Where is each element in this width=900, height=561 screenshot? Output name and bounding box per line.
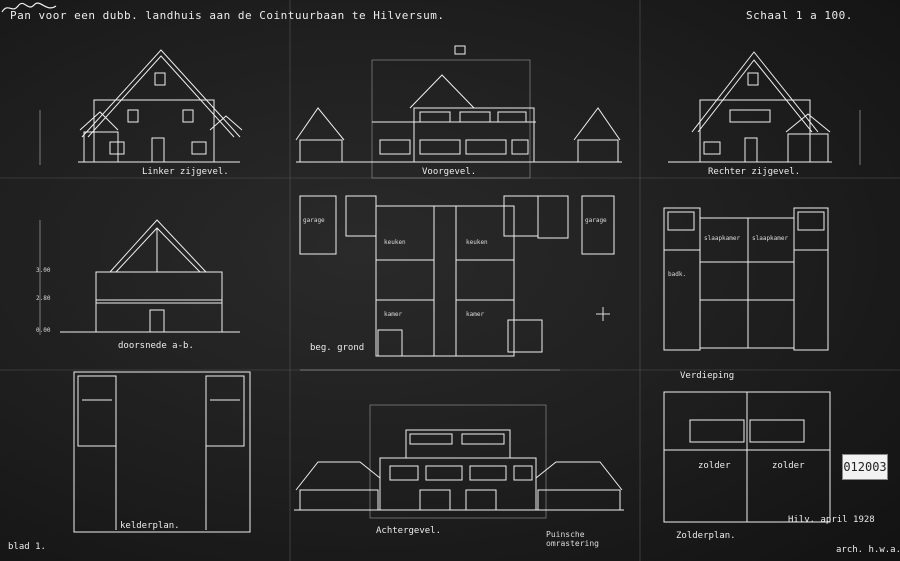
rear-facade-drawing xyxy=(294,404,624,519)
attic-drawing xyxy=(663,391,831,523)
first-floor-drawing xyxy=(663,207,829,351)
room-label: slaapkamer xyxy=(704,235,741,242)
room-label: slaapkamer xyxy=(752,235,789,242)
attic-room-right: zolder xyxy=(772,461,805,471)
architect-signature xyxy=(1,2,57,13)
room-label: garage xyxy=(303,217,325,224)
scale-label: Schaal 1 a 100. xyxy=(746,9,853,22)
level-label: 0.00 xyxy=(36,327,51,334)
rear-facade-label: Achtergevel. xyxy=(376,526,442,536)
date-label: Hilv. april 1928 xyxy=(788,515,875,525)
right-facade-label: Rechter zijgevel. xyxy=(708,167,801,177)
attic-label: Zolderplan. xyxy=(676,531,736,541)
sheet-number: blad 1. xyxy=(8,542,46,552)
sheet-title: Pan voor een dubb. landhuis aan de Coint… xyxy=(10,9,445,22)
left-facade-label: Linker zijgevel. xyxy=(142,167,229,177)
room-label: garage xyxy=(585,217,607,224)
ground-floor-drawing xyxy=(299,195,615,371)
section-label: doorsnede a-b. xyxy=(118,341,194,351)
cellar-drawing xyxy=(73,371,251,533)
first-floor-label: Verdieping xyxy=(680,371,735,381)
right-facade-drawing xyxy=(668,51,861,165)
left-facade-drawing xyxy=(39,49,243,165)
level-label: 2.80 xyxy=(36,295,51,302)
attic-room-left: zolder xyxy=(698,461,731,471)
fence-label: Puinsche omrastering xyxy=(546,530,599,548)
cellar-label: kelderplan. xyxy=(120,521,180,531)
room-label: kamer xyxy=(466,311,485,318)
front-facade-label: Voorgevel. xyxy=(422,167,477,177)
room-label: badk. xyxy=(668,271,687,278)
room-label: keuken xyxy=(466,239,488,246)
front-facade-drawing xyxy=(295,45,622,179)
room-label: keuken xyxy=(384,239,406,246)
ground-floor-label: beg. grond xyxy=(310,343,365,353)
section-drawing xyxy=(39,219,240,335)
architect-label: arch. h.w.a. xyxy=(836,545,900,555)
level-label: 3.00 xyxy=(36,267,51,274)
archive-stamp: 012003 xyxy=(842,454,888,480)
room-label: kamer xyxy=(384,311,403,318)
